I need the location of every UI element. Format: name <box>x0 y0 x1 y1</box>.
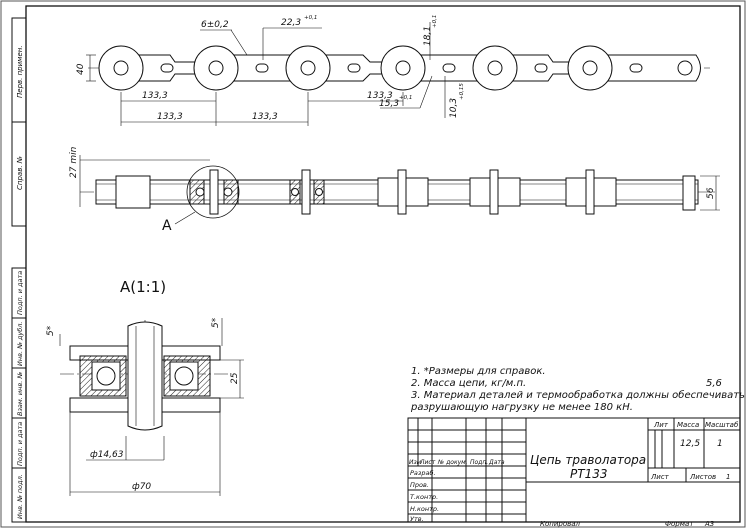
dim-22-3-tol: +0,1 <box>304 15 317 21</box>
note-3: 3. Материал деталей и термообработка дол… <box>411 390 745 401</box>
dim-133-a: 133,3 <box>142 91 168 101</box>
tb-scale-value: 1 <box>717 439 723 449</box>
dim-22-3: 22,3 <box>281 18 301 28</box>
dim-133-b: 133,3 <box>367 91 393 101</box>
dim-18-1-tol: +0,1 <box>432 15 438 28</box>
dim-10-3-tol: +0,15 <box>459 83 465 100</box>
note-1: 1. *Размеры для справок. <box>411 366 546 377</box>
top-view-dims <box>86 22 446 126</box>
tb-col-mass: Масса <box>677 421 699 429</box>
dim-56: 56 <box>706 187 716 199</box>
tb-sheets-count: 1 <box>726 473 730 481</box>
dim-133-c: 133,3 <box>157 112 183 122</box>
tb-change-2: Лист <box>419 459 436 466</box>
note-2-value: 5,6 <box>706 378 722 389</box>
tb-title-2: РТ133 <box>570 467 607 481</box>
dim-27-min: 27 min <box>69 146 79 178</box>
tb-change-3: № докум. <box>437 459 468 466</box>
stamp-repl-inv: Взам. инв. № <box>16 372 24 416</box>
side-stamp <box>11 17 27 523</box>
stamp-dup-inv: Инв. № дубл. <box>16 322 24 366</box>
dim-15-3-tol: +0,1 <box>399 95 412 101</box>
tb-col-lit: Лит <box>653 421 669 429</box>
side-stamp-labels: Перв. примен. Справ. № Подп. и дата Инв.… <box>16 45 24 519</box>
tb-col-scale: Масштаб <box>705 421 739 429</box>
plan-view-labels: 27 min 56 А <box>69 146 716 234</box>
detail-view-dims <box>59 318 244 496</box>
drawing-frame <box>25 5 741 523</box>
tb-change-5: Дата <box>488 459 505 466</box>
dim-133-d: 133,3 <box>252 112 278 122</box>
chain-plan-view <box>80 165 715 219</box>
tb-change-1: Изм <box>409 459 422 466</box>
tb-role-ncontrol: Н.контр. <box>410 505 439 513</box>
tb-sheets-label: Листов <box>689 473 716 481</box>
section-marker-a: А <box>162 218 172 234</box>
format-value: А3 <box>704 520 714 528</box>
dim-6: 6±0,2 <box>201 20 229 30</box>
stamp-orig-inv: Инв. № подл. <box>16 474 24 519</box>
dim-5-right: 5* <box>211 317 221 328</box>
note-3-cont: разрушающую нагрузку не менее 180 кН. <box>411 402 633 413</box>
stamp-first-use: Перв. примен. <box>16 45 24 98</box>
dim-5-left: 5* <box>46 325 56 336</box>
tb-role-approved: Утв. <box>410 515 424 523</box>
dim-15-3: 15,3 <box>379 99 399 109</box>
dim-phi-14-63: ф14,63 <box>90 450 124 460</box>
detail-view-labels: 5* 5* 25 ф14,63 ф70 А(1:1) <box>46 278 240 492</box>
copied-label: Копировал <box>540 520 581 528</box>
format-label: Формат <box>665 520 694 528</box>
stamp-sign-date-1: Подп. и дата <box>16 271 24 315</box>
tb-role-developer: Разраб. <box>410 469 436 477</box>
dim-18-1: 18,1 <box>423 26 433 46</box>
title-block <box>407 417 741 523</box>
tb-title-1: Цепь траволатора <box>530 453 646 467</box>
title-block-text: Изм Лист № докум. Подп. Дата Разраб. Про… <box>409 421 739 523</box>
dim-25: 25 <box>230 372 240 384</box>
detail-view <box>60 320 230 431</box>
tb-change-4: Подп. <box>470 459 488 466</box>
tb-sheet-label: Лист <box>650 473 670 481</box>
dim-10-3: 10,3 <box>449 98 459 118</box>
chain-top-view <box>88 45 710 91</box>
plan-view-dims <box>79 155 720 225</box>
note-2: 2. Масса цепи, кг/м.п. <box>411 378 527 389</box>
stamp-sign-date-2: Подп. и дата <box>16 422 24 466</box>
stamp-ref-no: Справ. № <box>16 156 24 190</box>
tb-role-tcontrol: Т.контр. <box>410 493 438 501</box>
dim-phi-70: ф70 <box>132 482 151 492</box>
tb-role-checker: Пров. <box>410 481 429 489</box>
dim-40: 40 <box>76 63 86 75</box>
top-view-dim-labels: 6±0,2 22,3 +0,1 18,1 +0,1 40 133,3 133,3… <box>76 15 465 122</box>
detail-title: А(1:1) <box>120 278 166 296</box>
tb-mass-value: 12,5 <box>680 439 700 449</box>
